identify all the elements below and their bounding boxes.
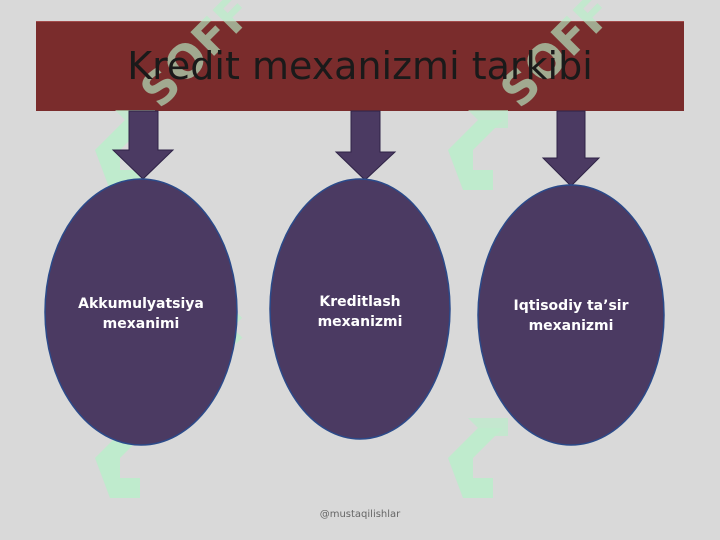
mechanism-ellipse <box>269 178 451 440</box>
footer-credit: @mustaqilishlar <box>319 509 401 520</box>
mechanism-ellipse <box>477 184 665 446</box>
slide-title: Kredit mexanizmi tarkibi <box>127 44 593 88</box>
mechanism-label: Akkumulyatsiya mexanimi <box>78 296 204 332</box>
down-arrow-icon <box>334 110 397 181</box>
mechanism-label: Iqtisodiy ta’sir mexanizmi <box>513 298 629 334</box>
mechanism-label: Kreditlash mexanizmi <box>317 294 403 330</box>
mechanism-ellipse <box>44 178 238 446</box>
title-bar <box>36 21 684 111</box>
down-arrow-icon <box>541 110 601 187</box>
down-arrow-icon <box>111 110 175 180</box>
